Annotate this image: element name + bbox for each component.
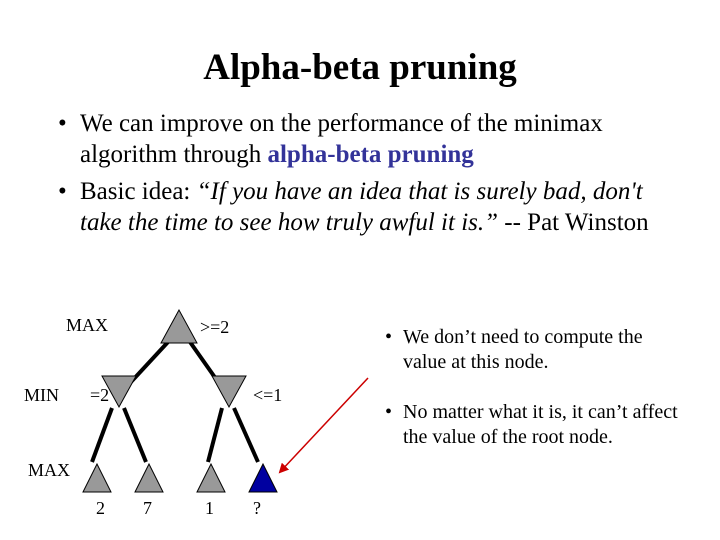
leaf-value-4: ? xyxy=(253,498,261,518)
bullet-dot: • xyxy=(58,110,67,137)
label-min: MIN xyxy=(24,385,59,405)
root-max-node xyxy=(160,308,198,344)
bullet-dot: • xyxy=(58,178,67,205)
bullet-2-quote: “If you have an idea that is surely bad,… xyxy=(80,178,643,236)
bullet-1-highlight: alpha-beta pruning xyxy=(267,141,474,168)
root-value: >=2 xyxy=(200,317,229,337)
slide-title: Alpha-beta pruning xyxy=(203,47,517,88)
leaf-value-3: 1 xyxy=(205,498,214,518)
bullet-2-attribution: -- Pat Winston xyxy=(498,209,649,236)
edge-min2-leaf4 xyxy=(232,407,260,463)
pruned-leaf-node xyxy=(248,462,278,493)
label-max-bottom: MAX xyxy=(28,460,70,480)
side-note-2: • No matter what it is, it can’t affect … xyxy=(385,400,685,456)
bullet-1: • We can improve on the performance of t… xyxy=(58,108,678,170)
min-left-value: =2 xyxy=(90,385,109,405)
bullet-dot: • xyxy=(385,326,393,348)
edge-min1-leaf2 xyxy=(122,407,148,463)
side-note-1-text: We don’t need to compute the value at th… xyxy=(403,326,643,373)
min-node-left xyxy=(101,375,137,409)
label-max-top: MAX xyxy=(66,315,108,335)
bullet-dot: • xyxy=(385,401,393,423)
leaf-node-3 xyxy=(196,462,226,493)
bullet-list: • We can improve on the performance of t… xyxy=(58,108,678,244)
edge-min1-leaf1 xyxy=(90,407,114,463)
min-right-value: <=1 xyxy=(253,385,282,405)
side-note-2-text: No matter what it is, it can’t affect th… xyxy=(403,401,678,448)
bullet-2-text: Basic idea: xyxy=(80,178,197,205)
min-node-right xyxy=(211,375,247,409)
pointer-arrow xyxy=(278,377,369,474)
bullet-1-text: We can improve on the performance of the… xyxy=(80,110,603,168)
side-note-1: • We don’t need to compute the value at … xyxy=(385,325,685,381)
leaf-value-2: 7 xyxy=(143,498,152,518)
leaf-value-1: 2 xyxy=(96,498,105,518)
edge-min2-leaf3 xyxy=(206,407,224,463)
leaf-node-2 xyxy=(134,462,164,493)
bullet-2: • Basic idea: “If you have an idea that … xyxy=(58,176,678,238)
leaf-node-1 xyxy=(82,462,112,493)
